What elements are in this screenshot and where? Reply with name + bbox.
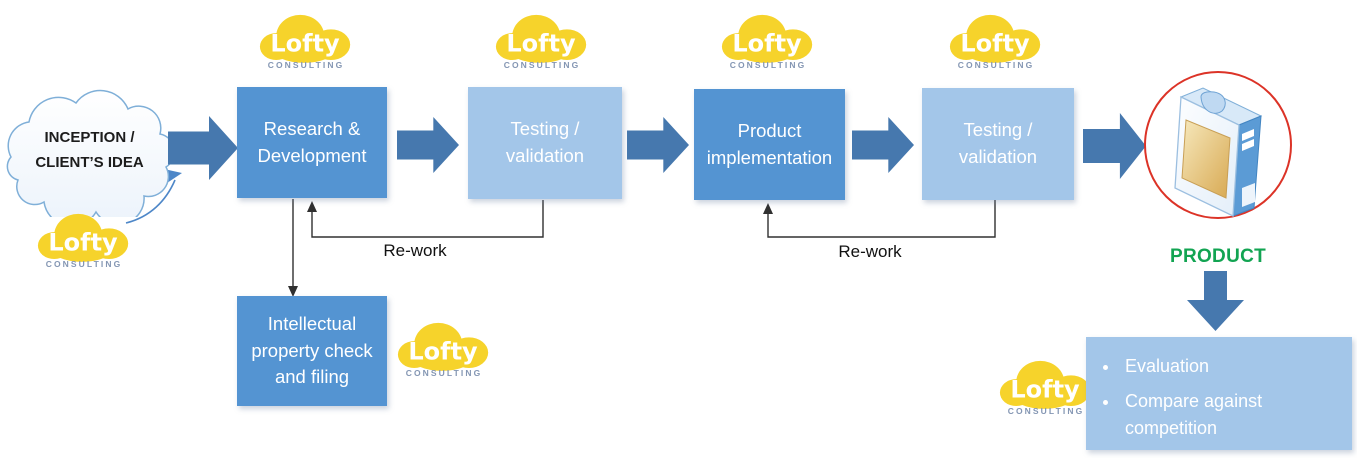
flow-arrow-5-icon <box>1083 113 1146 179</box>
lofty-tagline: CONSULTING <box>957 60 1035 70</box>
stage-research-development: Research & Development <box>237 87 387 198</box>
lofty-logo-stage-4: Lofty CONSULTING <box>948 10 1044 70</box>
lofty-logo-stage-2: Lofty CONSULTING <box>494 10 590 70</box>
flow-arrow-2-icon <box>397 117 459 173</box>
rd-to-ip-arrowhead-icon <box>288 286 298 297</box>
stage-testing-validation-1: Testing / validation <box>468 87 622 199</box>
lofty-logo-stage-1: Lofty CONSULTING <box>258 10 354 70</box>
product-label: PRODUCT <box>1169 246 1267 267</box>
flow-arrow-1-icon <box>168 116 238 180</box>
rework-2-arrowhead-icon <box>763 203 773 214</box>
lofty-tagline: CONSULTING <box>1007 406 1085 416</box>
inception-cloud: INCEPTION / CLIENT’S IDEA <box>2 85 177 217</box>
flow-arrow-3-icon <box>627 117 689 173</box>
lofty-cloud-icon: Lofty <box>721 14 813 63</box>
lofty-cloud-icon: Lofty <box>999 360 1091 409</box>
rework-loop-2 <box>767 200 996 238</box>
lofty-tagline: CONSULTING <box>503 60 581 70</box>
evaluation-box: Evaluation Compare against competition <box>1086 337 1352 450</box>
evaluation-bullet-1: Evaluation <box>1120 353 1352 380</box>
lofty-tagline: CONSULTING <box>405 368 483 378</box>
product-down-arrow-icon <box>1187 271 1244 331</box>
stage-label: Research & Development <box>257 117 367 166</box>
lofty-wordmark: Lofty <box>1010 375 1080 403</box>
cloud-shape-icon <box>6 89 176 217</box>
rework-loop-1 <box>311 200 544 238</box>
product-box-icon <box>1144 71 1292 219</box>
lofty-cloud-icon: Lofty <box>949 14 1041 63</box>
stage-label: Testing / validation <box>505 118 585 166</box>
ip-box-label: Intellectual property check and filing <box>251 312 373 388</box>
inception-line1: INCEPTION / <box>44 129 135 147</box>
lofty-wordmark: Lofty <box>408 337 478 365</box>
lofty-cloud-icon: Lofty <box>259 14 351 63</box>
lofty-cloud-icon: Lofty <box>37 213 129 262</box>
lofty-wordmark: Lofty <box>960 29 1030 57</box>
evaluation-bullet-2: Compare against competition <box>1120 388 1352 442</box>
lofty-logo-inception: Lofty CONSULTING <box>36 209 132 269</box>
ip-check-box: Intellectual property check and filing <box>237 296 387 406</box>
logo-curved-connector <box>125 179 176 224</box>
lofty-cloud-icon: Lofty <box>397 322 489 371</box>
lofty-logo-evaluation: Lofty CONSULTING <box>998 356 1094 416</box>
lofty-logo-stage-3: Lofty CONSULTING <box>720 10 816 70</box>
stage-label: Testing / validation <box>958 119 1038 167</box>
rework-label-1: Re-work <box>383 241 447 260</box>
flow-arrow-4-icon <box>852 117 914 173</box>
lofty-wordmark: Lofty <box>270 29 340 57</box>
lofty-logo-ip: Lofty CONSULTING <box>396 318 492 378</box>
lofty-tagline: CONSULTING <box>267 60 345 70</box>
lofty-wordmark: Lofty <box>506 29 576 57</box>
inception-label: INCEPTION / CLIENT’S IDEA <box>2 85 177 217</box>
lofty-tagline: CONSULTING <box>729 60 807 70</box>
stage-label: Product implementation <box>706 119 833 168</box>
rework-1-arrowhead-icon <box>307 201 317 212</box>
evaluation-bullet-list: Evaluation Compare against competition <box>1086 353 1352 442</box>
rework-label-2: Re-work <box>838 242 902 261</box>
lofty-tagline: CONSULTING <box>45 259 123 269</box>
lofty-wordmark: Lofty <box>48 228 118 256</box>
red-circle-icon <box>1144 71 1292 219</box>
stage-product-implementation: Product implementation <box>694 89 845 200</box>
lofty-cloud-icon: Lofty <box>495 14 587 63</box>
inception-line2: CLIENT’S IDEA <box>35 154 144 171</box>
lofty-wordmark: Lofty <box>732 29 802 57</box>
stage-testing-validation-2: Testing / validation <box>922 88 1074 200</box>
